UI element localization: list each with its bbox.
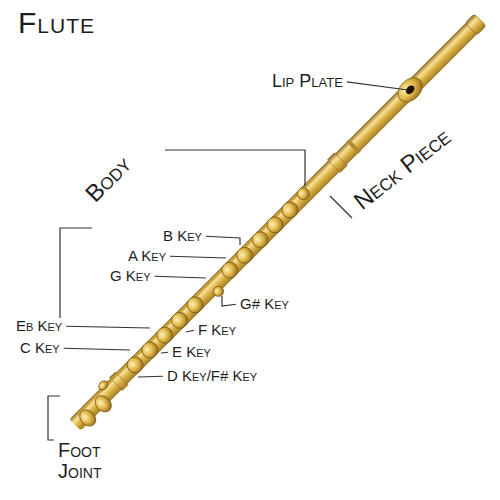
- key-label: G Key: [110, 268, 151, 285]
- key-label: Eb Key: [16, 318, 62, 335]
- leader-line: [161, 352, 168, 354]
- key-label: A Key: [128, 248, 166, 265]
- leader-line: [347, 82, 408, 90]
- body-bracket: [60, 228, 92, 318]
- key-label: C Key: [20, 340, 60, 357]
- key-label: E Key: [172, 344, 211, 361]
- leader-line: [170, 256, 226, 258]
- diagram-title: Flute: [18, 6, 95, 39]
- leader-line: [138, 376, 163, 378]
- leader-line: [66, 326, 150, 328]
- flute-body: [67, 11, 491, 435]
- part-label: Lip Plate: [272, 72, 343, 92]
- part-label: Foot Joint: [58, 440, 120, 482]
- key-label: F Key: [198, 322, 236, 339]
- key-label: D Key/F# Key: [167, 368, 257, 385]
- body-bracket: [165, 150, 305, 186]
- key-label: G# Key: [240, 296, 289, 313]
- leader-line: [64, 348, 130, 350]
- leader-line: [206, 236, 240, 245]
- key-label: B Key: [163, 228, 202, 245]
- leader-line: [186, 330, 194, 332]
- section-label: Body: [80, 151, 136, 207]
- leader-line: [222, 296, 236, 306]
- leader-line: [155, 276, 206, 278]
- neck-bracket: [330, 196, 352, 218]
- foot-bracket: [48, 396, 60, 440]
